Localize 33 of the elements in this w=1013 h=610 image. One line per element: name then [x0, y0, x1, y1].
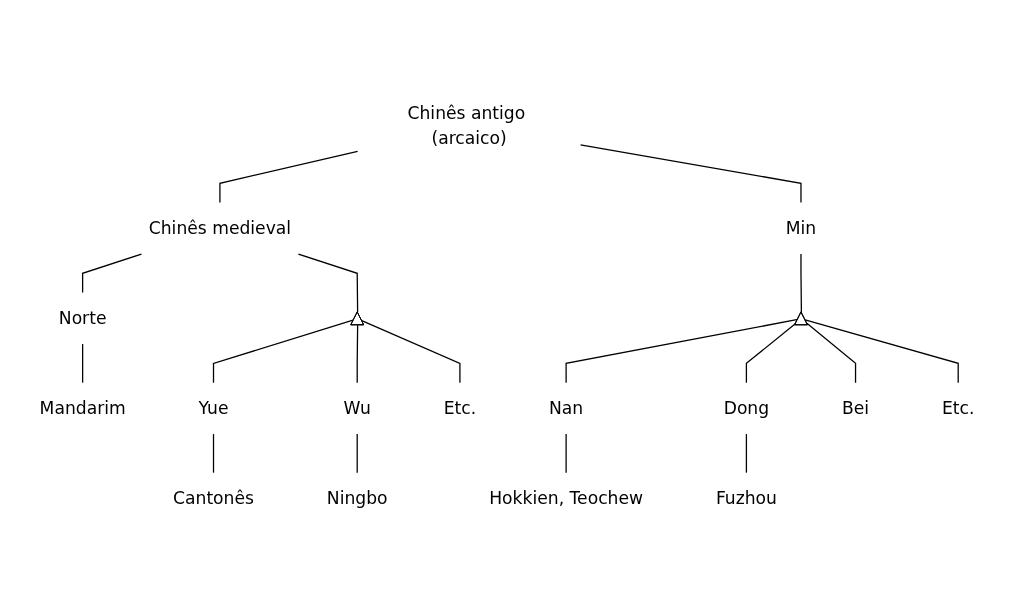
node-text: Mandarim	[39, 397, 126, 419]
node-text: Bei	[841, 397, 869, 419]
node-text: Hokkien, Teochew	[488, 487, 643, 509]
connector	[804, 318, 959, 383]
node-text: Ningbo	[326, 487, 388, 509]
connector	[297, 252, 358, 313]
connector	[805, 322, 856, 383]
connector	[799, 252, 802, 313]
connector	[360, 319, 461, 383]
node-text: Min	[785, 217, 816, 239]
node-text: Dong	[723, 397, 769, 419]
connector	[212, 432, 214, 473]
node-text: Etc.	[941, 397, 974, 419]
node-text: Wu	[343, 397, 371, 419]
node-text: Norte	[58, 307, 106, 329]
connector	[564, 432, 567, 473]
node-text: Cantonês	[172, 487, 254, 509]
connector	[218, 150, 358, 203]
node-text: Chinês antigo (arcaico)	[407, 101, 525, 149]
connector	[356, 324, 358, 383]
connector	[745, 322, 797, 383]
node-text: Nan	[548, 397, 583, 419]
node-text: Etc.	[443, 397, 476, 419]
connector	[564, 318, 798, 383]
connector	[212, 318, 354, 383]
node-text: Yue	[198, 397, 228, 419]
node-text: Fuzhou	[715, 487, 777, 509]
node-text: Chinês medieval	[148, 217, 291, 239]
connector	[81, 252, 142, 293]
connector	[579, 143, 802, 203]
connector	[356, 432, 358, 473]
connector	[81, 342, 83, 383]
connector	[745, 432, 747, 473]
